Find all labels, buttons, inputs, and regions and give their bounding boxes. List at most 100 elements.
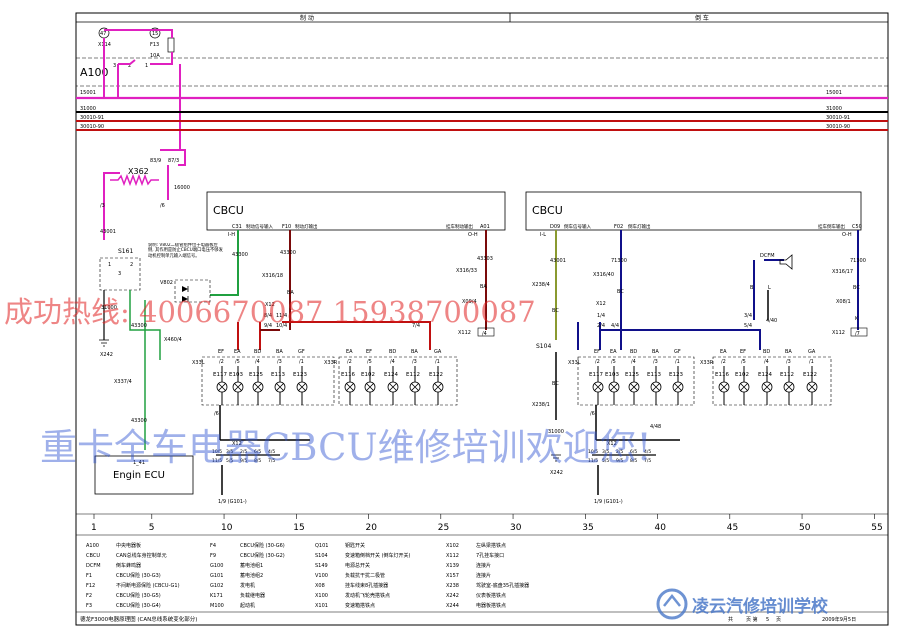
lamp-icon [718, 381, 730, 393]
svg-text:B: B [750, 285, 754, 291]
svg-text:X316/18: X316/18 [262, 273, 283, 279]
ground-pin: 6/5 [254, 449, 261, 455]
v802-diodes [174, 279, 211, 303]
a100-label: A100 [80, 66, 109, 79]
x362-label: X362 [128, 167, 149, 176]
lamp-id: E122 [429, 372, 443, 378]
lamp-pin: /5 [741, 359, 746, 365]
lamp-code: EA [346, 349, 353, 355]
lamp-icon [274, 381, 286, 393]
lamp-icon [344, 381, 356, 393]
fuse-rating: 10A [150, 53, 160, 59]
ground-pin: 10/5 [588, 449, 598, 455]
svg-text:X12: X12 [596, 301, 606, 307]
svg-text:/6: /6 [160, 203, 165, 209]
lamp-code: BD [254, 349, 261, 355]
svg-text:C50: C50 [852, 224, 862, 230]
legend-code: F2 [86, 593, 92, 599]
legend-code: X101 [315, 603, 328, 609]
scale-tick-label: 35 [582, 523, 593, 533]
lamp-id: E117 [213, 372, 227, 378]
legend-desc: CAN总线车身控制单元 [116, 552, 167, 559]
scale-tick-label: 30 [510, 523, 522, 533]
lamp-icon [738, 381, 750, 393]
svg-text:31000: 31000 [548, 429, 564, 435]
fuse-id: F13 [150, 42, 159, 48]
lamp-code: BD [630, 349, 637, 355]
legend-desc: 发动机飞轮壳搭铁点 [345, 592, 390, 599]
svg-text:/4: /4 [482, 331, 487, 337]
scale-tick-label: 20 [366, 523, 378, 533]
svg-text:31000: 31000 [101, 305, 117, 311]
svg-text:X33L: X33L [568, 360, 581, 366]
svg-text:倒车灯输出: 倒车灯输出 [628, 223, 651, 230]
lamp-id: E103 [229, 372, 243, 378]
svg-text:页 第: 页 第 [746, 616, 758, 623]
legend-code: Q101 [315, 543, 328, 549]
lamp-pin: /3 [653, 359, 658, 365]
lamp-icon [608, 381, 620, 393]
legend-desc: CBCU保险 (30-G2) [240, 552, 285, 559]
svg-text:87/3: 87/3 [168, 158, 179, 164]
svg-text:1/9 (G101-): 1/9 (G101-) [594, 499, 623, 505]
svg-text:X09/4: X09/4 [462, 299, 477, 305]
svg-text:I-L: I-L [540, 232, 546, 238]
svg-text:43300: 43300 [232, 252, 248, 258]
fuse-node-47: 47 [100, 31, 106, 37]
lamp-code: BA [652, 349, 659, 355]
svg-text:X238/1: X238/1 [532, 402, 550, 408]
lamp-code: EF [594, 349, 600, 355]
svg-text:X316/40: X316/40 [593, 272, 614, 278]
svg-text:3: 3 [113, 63, 116, 69]
svg-text:O-H: O-H [842, 232, 852, 238]
lamp-code: GA [434, 349, 442, 355]
svg-text:BC: BC [552, 381, 559, 387]
svg-text:83/9: 83/9 [150, 158, 161, 164]
lamp-icon [387, 381, 399, 393]
svg-text:X12: X12 [607, 441, 617, 447]
lamp-id: E102 [361, 372, 375, 378]
svg-text:4/48: 4/48 [650, 424, 661, 430]
lamp-icon [761, 381, 773, 393]
legend-desc: CBCU保险 (30-G6) [240, 542, 285, 549]
svg-text:X460/4: X460/4 [164, 337, 182, 343]
lamp-code: BD [763, 349, 770, 355]
svg-text:9/4: 9/4 [264, 323, 272, 329]
lamp-code: GA [808, 349, 816, 355]
svg-text:10/4: 10/4 [276, 323, 287, 329]
legend-desc: 左纵梁搭铁点 [476, 542, 506, 549]
legend-desc: 电源总开关 [345, 562, 370, 569]
lamp-id: E124 [758, 372, 772, 378]
lamp-code: BA [276, 349, 283, 355]
legend-code: G102 [210, 583, 223, 589]
svg-text:BC: BC [617, 289, 624, 295]
lamp-icon [628, 381, 640, 393]
ground-pin: 3/5 [602, 449, 609, 455]
lamp-id: E117 [589, 372, 603, 378]
svg-text:5/4: 5/4 [744, 323, 752, 329]
lamp-id: E112 [406, 372, 420, 378]
lamp-pin: /5 [367, 359, 372, 365]
lamp-code: BD [389, 349, 396, 355]
lamp-code: GF [298, 349, 305, 355]
svg-text:倒车信号输入: 倒车信号输入 [564, 223, 591, 230]
legend-desc: 蓄电池组2 [240, 572, 263, 579]
s104-label: S104 [536, 343, 551, 350]
legend-desc: 负载继电器 [240, 592, 265, 599]
svg-text:L: L [768, 285, 771, 291]
ground-pin: 11/5 [212, 458, 222, 464]
lamp-icon [650, 381, 662, 393]
svg-text:BA: BA [287, 290, 294, 296]
footer-date: 2009年9月5日 [822, 616, 856, 623]
lamp-code: EF [218, 349, 224, 355]
svg-text:I-H: I-H [228, 232, 235, 238]
ground-pin: 10/5 [212, 449, 222, 455]
svg-text:D09: D09 [550, 224, 560, 230]
svg-text:30010-91: 30010-91 [826, 115, 850, 121]
svg-text:71300: 71300 [611, 258, 627, 264]
svg-text:DCFM: DCFM [760, 253, 775, 259]
ground-pin: 8/5 [254, 458, 261, 464]
svg-text:BC: BC [853, 285, 860, 291]
lamp-pin: /3 [786, 359, 791, 365]
